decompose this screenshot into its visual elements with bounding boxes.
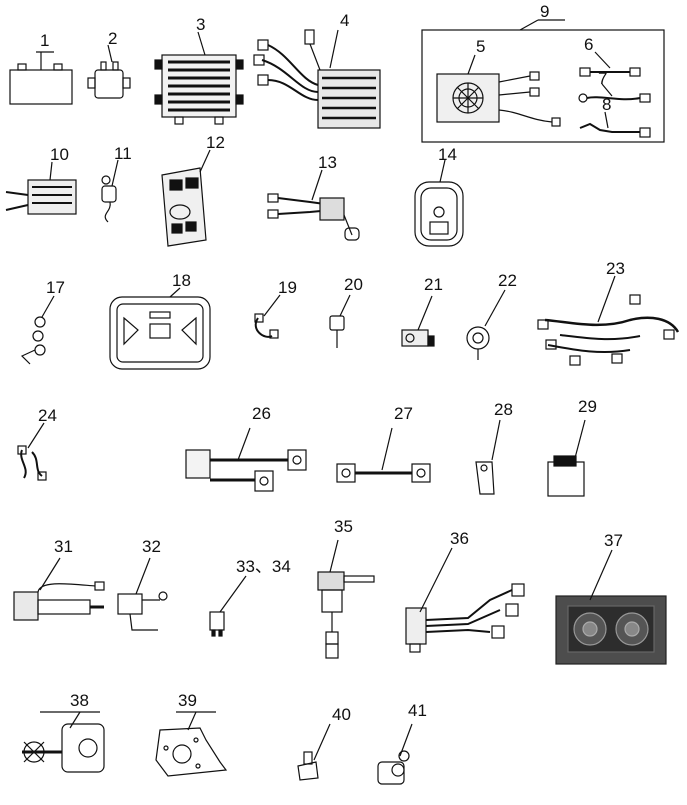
callout-20: 20 — [344, 275, 363, 294]
sensor-icon — [101, 159, 119, 223]
dashboard-icon — [109, 287, 211, 370]
callout-32: 32 — [142, 537, 161, 556]
callout-8: 8 — [602, 95, 612, 114]
motor-icon — [253, 29, 381, 129]
callout-28: 28 — [494, 400, 513, 419]
terminal-icon — [475, 419, 501, 495]
callout-17: 17 — [46, 278, 65, 297]
cable-icon — [579, 111, 651, 138]
buzzer-icon — [377, 723, 413, 785]
harness-icon — [17, 422, 47, 481]
callout-7: 7 — [598, 69, 608, 88]
horn-icon — [466, 289, 506, 360]
callout-4: 4 — [340, 11, 350, 30]
callout-27: 27 — [394, 404, 413, 423]
callout-18: 18 — [172, 271, 191, 290]
battery-icon — [9, 51, 73, 105]
callout-5: 5 — [476, 37, 486, 56]
callout-39: 39 — [178, 691, 197, 710]
main-harness-icon — [537, 275, 680, 366]
callout-2: 2 — [108, 29, 118, 48]
battery-cable-icon — [185, 427, 307, 492]
sensor-icon — [401, 295, 435, 347]
usb-harness-icon — [405, 547, 525, 653]
actuator-icon — [13, 557, 105, 621]
callout-40: 40 — [332, 705, 351, 724]
cable-icon — [254, 294, 281, 339]
callout-22: 22 — [498, 271, 517, 290]
callout-6: 6 — [584, 35, 594, 54]
small-battery-icon — [547, 419, 586, 497]
callout-24: 24 — [38, 406, 57, 425]
switch-icon — [297, 723, 331, 781]
kit-frame — [421, 29, 665, 143]
callout-1: 1 — [40, 31, 50, 50]
relay-icon — [87, 44, 131, 99]
bracket-plate-icon — [155, 711, 228, 777]
relay-icon — [117, 557, 168, 631]
switch-panel-icon — [161, 149, 211, 247]
cable-icon — [579, 51, 641, 77]
callout-41: 41 — [408, 701, 427, 720]
callout-23: 23 — [606, 259, 625, 278]
callout-11: 11 — [114, 144, 132, 163]
callout-21: 21 — [424, 275, 443, 294]
battery-cable-icon — [336, 427, 431, 483]
callout-14: 14 — [438, 145, 457, 164]
callout-13: 13 — [318, 153, 337, 172]
connector-icon — [20, 295, 55, 365]
callout-26: 26 — [252, 404, 271, 423]
callout-35: 35 — [334, 517, 353, 536]
socket-icon — [317, 539, 375, 659]
callout-29: 29 — [578, 397, 597, 416]
key-switch-icon — [414, 159, 464, 247]
callout-36: 36 — [450, 529, 469, 548]
controller-icon — [154, 31, 244, 125]
speaker-box-photo — [555, 549, 667, 665]
callout-9: 9 — [540, 2, 550, 21]
fuse-icon — [209, 575, 247, 637]
plug-icon — [329, 294, 351, 348]
callout-12: 12 — [206, 133, 225, 152]
converter-icon — [5, 161, 77, 215]
cable-icon — [578, 83, 651, 103]
callout-10: 10 — [50, 145, 69, 164]
callout-19: 19 — [278, 278, 297, 297]
callout-37: 37 — [604, 531, 623, 550]
motor-bracket-icon — [22, 711, 105, 773]
callout-31: 31 — [54, 537, 73, 556]
charger-controller-icon — [436, 54, 561, 127]
callout-3: 3 — [196, 15, 206, 34]
callout-33-34: 33、34 — [236, 557, 291, 576]
callout-38: 38 — [70, 691, 89, 710]
harness-icon — [267, 169, 360, 241]
